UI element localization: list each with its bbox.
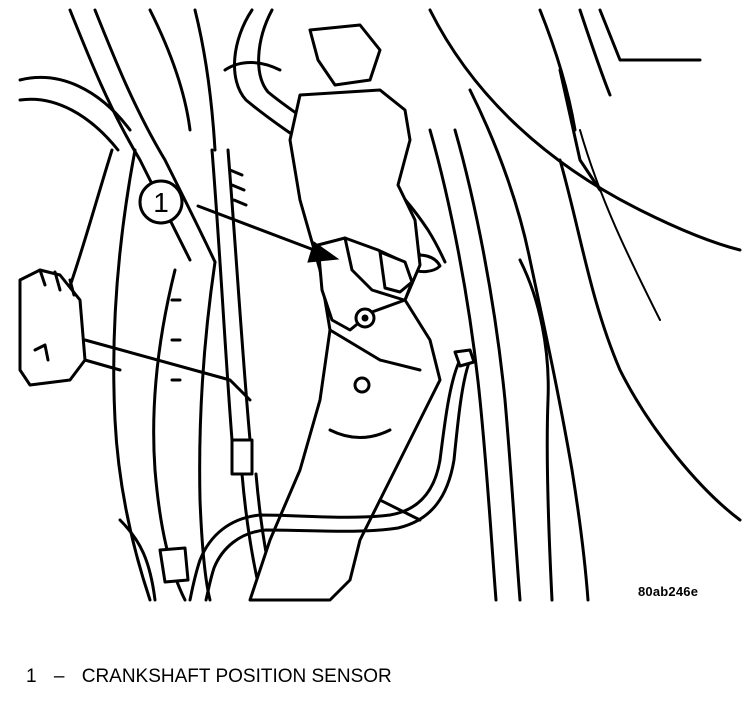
legend-item-number: 1 xyxy=(26,666,37,687)
legend-item-label: CRANKSHAFT POSITION SENSOR xyxy=(81,666,392,687)
callout-1: 1 xyxy=(138,179,184,225)
callout-1-number: 1 xyxy=(153,187,169,218)
left-background-lines xyxy=(18,8,282,602)
engine-bracket xyxy=(248,88,442,602)
lower-left-bracket xyxy=(118,518,190,602)
right-background-lines xyxy=(428,8,742,602)
legend: 1 – CRANKSHAFT POSITION SENSOR xyxy=(26,666,392,688)
diagram-figure: 1 xyxy=(18,8,742,602)
legend-item-separator: – xyxy=(53,666,65,687)
left-connector xyxy=(18,268,252,402)
callout-arrow xyxy=(196,204,340,263)
crankshaft-position-sensor xyxy=(316,236,414,332)
figure-id: 80ab246e xyxy=(638,584,699,599)
line-drawing: 1 xyxy=(18,8,742,602)
wire-harness xyxy=(188,348,476,602)
dipstick-tube xyxy=(210,148,278,602)
